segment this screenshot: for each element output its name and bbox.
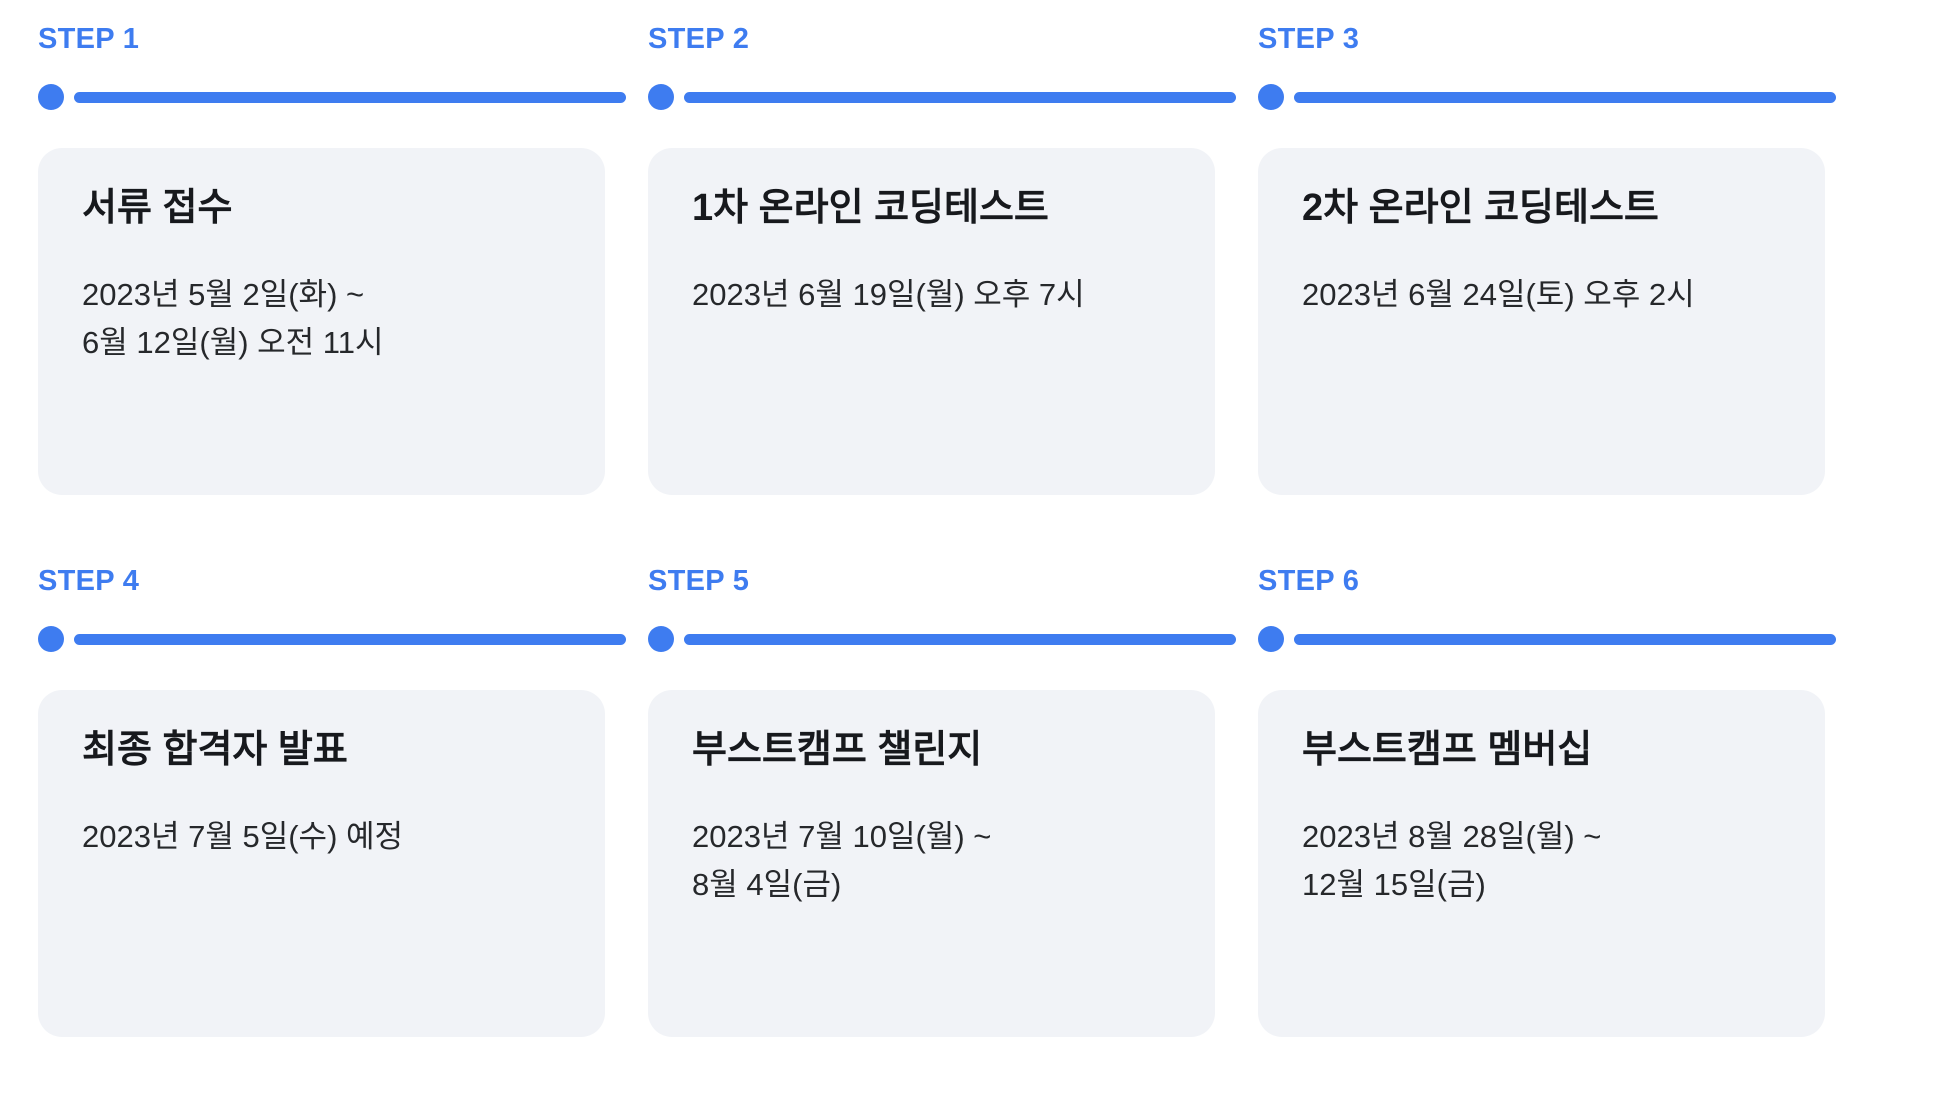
step-3-title: 2차 온라인 코딩테스트 [1302, 187, 1659, 229]
date-line: 2023년 6월 19일(월) 오후 7시 [692, 277, 1085, 312]
step-5-card: 부스트캠프 챌린지 2023년 7월 10일(월) ~ 8월 4일(금) [648, 690, 1215, 1037]
step-3-card: 2차 온라인 코딩테스트 2023년 6월 24일(토) 오후 2시 [1258, 148, 1825, 495]
date-line: 2023년 6월 24일(토) 오후 2시 [1302, 277, 1695, 312]
timeline-track [74, 633, 626, 645]
date-line: 2023년 7월 10일(월) ~ [692, 819, 992, 854]
date-line: 12월 15일(금) [1302, 867, 1486, 902]
date-line: 6월 12일(월) 오전 11시 [82, 325, 384, 360]
timeline-track [684, 633, 1236, 645]
date-line: 8월 4일(금) [692, 867, 842, 902]
timeline-dot [648, 626, 674, 652]
step-4-card: 최종 합격자 발표 2023년 7월 5일(수) 예정 [38, 690, 605, 1037]
timeline-track [684, 91, 1236, 103]
timeline-dot [1258, 84, 1284, 110]
step-1-title: 서류 접수 [82, 187, 233, 229]
step-5-label: STEP 5 [648, 565, 750, 597]
step-5: STEP 5 부스트캠프 챌린지 2023년 7월 10일(월) ~ 8월 4일… [648, 564, 1236, 1037]
step-4-date: 2023년 7월 5일(수) 예정 [82, 813, 561, 861]
steps-grid: STEP 1 서류 접수 2023년 5월 2일(화) ~ 6월 12일(월) … [38, 22, 1836, 1037]
step-2-card: 1차 온라인 코딩테스트 2023년 6월 19일(월) 오후 7시 [648, 148, 1215, 495]
step-6-date: 2023년 8월 28일(월) ~ 12월 15일(금) [1302, 813, 1781, 909]
step-5-timeline [648, 626, 1258, 652]
timeline-track [1294, 91, 1836, 103]
step-6-label: STEP 6 [1258, 565, 1360, 597]
step-2: STEP 2 1차 온라인 코딩테스트 2023년 6월 19일(월) 오후 7… [648, 22, 1236, 495]
timeline-dot [38, 84, 64, 110]
step-4-timeline [38, 626, 648, 652]
recruitment-timeline-section: STEP 1 서류 접수 2023년 5월 2일(화) ~ 6월 12일(월) … [38, 22, 1836, 1037]
step-1-timeline [38, 84, 648, 110]
timeline-dot [38, 626, 64, 652]
step-6-timeline [1258, 626, 1836, 652]
step-2-title: 1차 온라인 코딩테스트 [692, 187, 1049, 229]
step-5-date: 2023년 7월 10일(월) ~ 8월 4일(금) [692, 813, 1171, 909]
date-line: 2023년 8월 28일(월) ~ [1302, 819, 1602, 854]
step-6-title: 부스트캠프 멤버십 [1302, 729, 1593, 771]
step-4-label: STEP 4 [38, 565, 140, 597]
timeline-track [1294, 633, 1836, 645]
timeline-track [74, 91, 626, 103]
step-1-date: 2023년 5월 2일(화) ~ 6월 12일(월) 오전 11시 [82, 271, 561, 367]
step-3: STEP 3 2차 온라인 코딩테스트 2023년 6월 24일(토) 오후 2… [1258, 22, 1836, 495]
step-1: STEP 1 서류 접수 2023년 5월 2일(화) ~ 6월 12일(월) … [38, 22, 626, 495]
step-2-label: STEP 2 [648, 23, 750, 55]
step-2-date: 2023년 6월 19일(월) 오후 7시 [692, 271, 1171, 319]
step-3-date: 2023년 6월 24일(토) 오후 2시 [1302, 271, 1781, 319]
step-3-label: STEP 3 [1258, 23, 1360, 55]
step-3-timeline [1258, 84, 1836, 110]
step-4: STEP 4 최종 합격자 발표 2023년 7월 5일(수) 예정 [38, 564, 626, 1037]
date-line: 2023년 5월 2일(화) ~ [82, 277, 365, 312]
step-1-card: 서류 접수 2023년 5월 2일(화) ~ 6월 12일(월) 오전 11시 [38, 148, 605, 495]
step-2-timeline [648, 84, 1258, 110]
timeline-dot [648, 84, 674, 110]
timeline-dot [1258, 626, 1284, 652]
date-line: 2023년 7월 5일(수) 예정 [82, 819, 404, 854]
step-5-title: 부스트캠프 챌린지 [692, 729, 983, 771]
step-6: STEP 6 부스트캠프 멤버십 2023년 8월 28일(월) ~ 12월 1… [1258, 564, 1836, 1037]
step-6-card: 부스트캠프 멤버십 2023년 8월 28일(월) ~ 12월 15일(금) [1258, 690, 1825, 1037]
step-1-label: STEP 1 [38, 23, 140, 55]
step-4-title: 최종 합격자 발표 [82, 729, 348, 771]
